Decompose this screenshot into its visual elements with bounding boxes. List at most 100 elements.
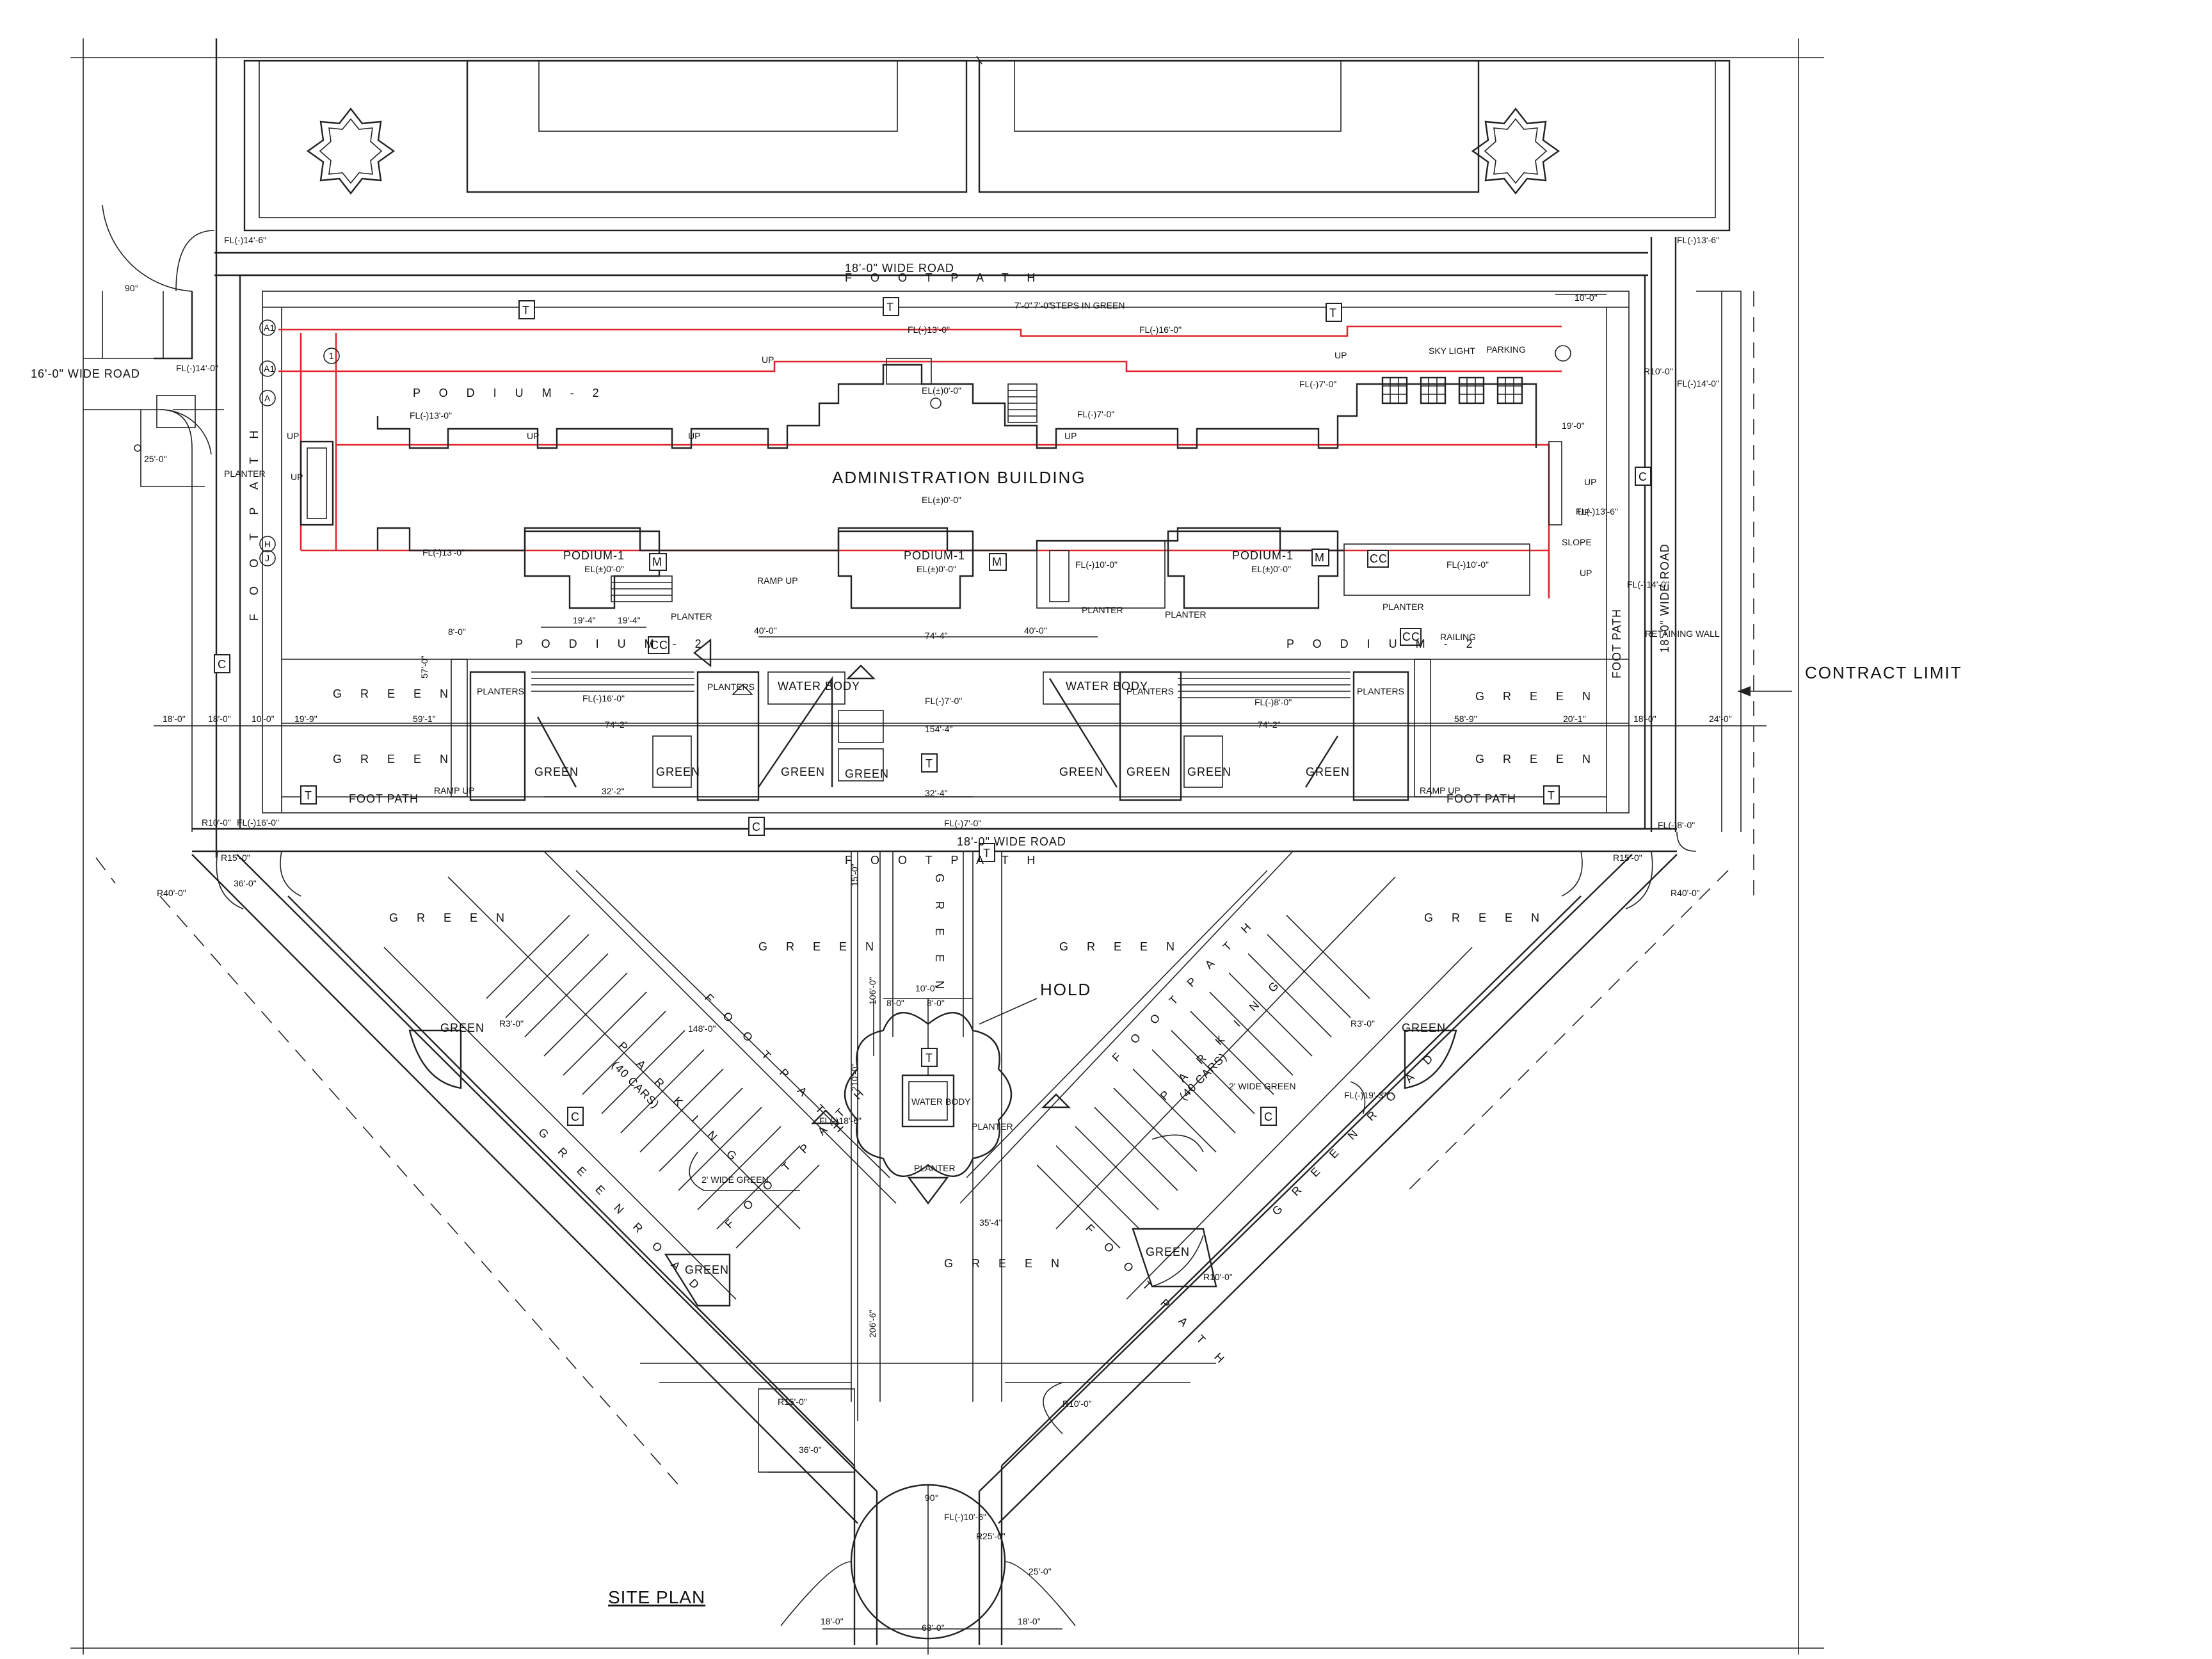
green-10: G R E E N bbox=[933, 874, 946, 997]
parking-small-label: PARKING bbox=[1486, 344, 1526, 355]
planter-5: PLANTER bbox=[1382, 602, 1424, 612]
road-label-left: 16'-0" WIDE ROAD bbox=[31, 367, 140, 380]
foot-path-left: F O O T P A T H bbox=[248, 423, 260, 621]
level-center-a: FL(-)7'-0" bbox=[1077, 409, 1114, 419]
hold-leader bbox=[979, 998, 1038, 1025]
skylights bbox=[1381, 376, 1523, 405]
level-right-a: FL(-)7'-0" bbox=[1299, 379, 1336, 389]
dim-90: 90° bbox=[925, 1493, 938, 1503]
green-5: G R E E N bbox=[389, 911, 512, 924]
dim-19-0: 19'-0" bbox=[1562, 421, 1585, 431]
dim-8-0: 8'-0" bbox=[448, 627, 466, 637]
green-island-1: GREEN bbox=[440, 1022, 485, 1034]
dim-8-0-hold-b: 8'-0" bbox=[927, 998, 945, 1008]
level-bottom-left: FL(-)16'-0" bbox=[237, 817, 279, 828]
podium-2-right: P O D I U M - 2 bbox=[1286, 637, 1480, 650]
planter-2: PLANTER bbox=[671, 611, 712, 621]
building-name: ADMINISTRATION BUILDING bbox=[832, 468, 1086, 487]
green-island-4: GREEN bbox=[1146, 1246, 1190, 1258]
dim-18-left: 18'-0" bbox=[163, 714, 186, 724]
level-diag-b: FL(-)19'-3" bbox=[1344, 1090, 1386, 1100]
foot-path-diag-right-2: F O O T P A T H bbox=[1083, 1222, 1232, 1371]
up-6: UP bbox=[1334, 350, 1347, 360]
dim-18-left-b: 18'-0" bbox=[208, 714, 231, 724]
dim-19-4-a: 19'-4" bbox=[573, 615, 596, 625]
dim-8-0-hold-a: 8'-0" bbox=[886, 998, 904, 1008]
level-el-center: EL(±)0'-0" bbox=[922, 385, 961, 396]
up-2: UP bbox=[527, 431, 539, 441]
green-8: G R E E N bbox=[1424, 911, 1547, 924]
dim-r40-right: R40'-0" bbox=[1671, 888, 1700, 898]
dim-40-0-left: 40'-0" bbox=[754, 625, 777, 636]
road-label-right: 18'-0" WIDE ROAD bbox=[1658, 543, 1671, 653]
planter-7: PLANTER bbox=[972, 1121, 1013, 1132]
courtyard-structures bbox=[451, 659, 1431, 801]
green-box-2: GREEN bbox=[656, 765, 700, 778]
tag-m-3: M bbox=[1315, 551, 1325, 564]
grid-label-a1: A1 bbox=[264, 323, 275, 333]
dim-10-0-top: 10'-0" bbox=[1575, 293, 1598, 303]
grid-label-1: 1 bbox=[329, 351, 334, 361]
dim-210-0: 210'-0" bbox=[849, 1064, 860, 1091]
dim-106-0: 106'-0" bbox=[867, 977, 878, 1005]
planters-4: PLANTERS bbox=[1357, 686, 1404, 696]
dim-57-0: 57'-0" bbox=[419, 655, 429, 678]
green-6: G R E E N bbox=[758, 940, 881, 953]
up-5: UP bbox=[1064, 431, 1077, 441]
dim-68-0: 68'-0" bbox=[922, 1623, 945, 1633]
dim-r3-right: R3'-0" bbox=[1350, 1018, 1375, 1029]
hold-label: HOLD bbox=[1040, 980, 1091, 999]
level-court-b: FL(-)7'-0" bbox=[925, 696, 962, 706]
grid-label-h: H bbox=[264, 539, 271, 549]
dim-r15-left: R15'-0" bbox=[221, 853, 250, 863]
parking-left: P A R K I N G bbox=[616, 1039, 744, 1168]
parking-stalls-left bbox=[486, 915, 820, 1249]
dim-59-1: 59'-1" bbox=[413, 714, 436, 724]
water-body-2: WATER BODY bbox=[1066, 680, 1148, 693]
level-el-podium-a: EL(±)0'-0" bbox=[584, 564, 624, 574]
sky-light-label: SKY LIGHT bbox=[1429, 346, 1475, 356]
tag-c-4: C bbox=[571, 1110, 580, 1123]
dim-32-2: 32'-2" bbox=[602, 786, 625, 796]
dim-58-9: 58'-9" bbox=[1454, 714, 1477, 724]
green-box-3: GREEN bbox=[781, 765, 825, 778]
level-road-right: FL(-)14'-0" bbox=[1677, 378, 1719, 389]
tag-boxes bbox=[214, 297, 1651, 1126]
dim-7-0-a: 7'-0" bbox=[1014, 300, 1032, 310]
dim-40-0-right: 40'-0" bbox=[1024, 625, 1047, 636]
ramp-up-3: RAMP UP bbox=[1420, 785, 1461, 796]
green-7: G R E E N bbox=[1059, 940, 1182, 953]
grid-label-j: J bbox=[265, 553, 269, 563]
planters-3: PLANTERS bbox=[1126, 686, 1174, 696]
tag-m-2: M bbox=[992, 556, 1002, 568]
podium-2-left: P O D I U M - 2 bbox=[515, 637, 709, 650]
sheet-border bbox=[70, 38, 1824, 1655]
dim-r15-bottom: R10'-0" bbox=[1062, 1399, 1092, 1409]
grid-markers bbox=[259, 319, 1571, 566]
parking-islands bbox=[408, 1029, 1457, 1307]
level-right-c: FL(-)10'-0" bbox=[1447, 559, 1489, 570]
level-podium-top: FL(-)13'-0" bbox=[410, 410, 452, 421]
star-ornament-right bbox=[1471, 108, 1560, 195]
up-4: UP bbox=[762, 355, 774, 365]
level-bottom-road: FL(-)10'-6" bbox=[944, 1512, 986, 1522]
foot-path-right: FOOT PATH bbox=[1610, 609, 1623, 678]
planters-1: PLANTERS bbox=[477, 686, 524, 696]
level-top-left: FL(-)14'-6" bbox=[224, 235, 266, 245]
grid-label-a: A bbox=[264, 393, 271, 403]
podium-1-c: PODIUM-1 bbox=[1232, 549, 1294, 562]
dim-206-6: 206'-6" bbox=[867, 1310, 878, 1338]
dimension-lines bbox=[154, 294, 1767, 1630]
level-el-main: EL(±)0'-0" bbox=[922, 495, 961, 505]
green-9: G R E E N bbox=[944, 1257, 1067, 1270]
dim-10-0-hold: 10'-0" bbox=[915, 983, 938, 993]
green-box-4: GREEN bbox=[845, 767, 889, 780]
level-road-left: FL(-)14'-0" bbox=[176, 363, 218, 373]
parking-stalls-right bbox=[1036, 915, 1370, 1249]
tag-c-1: C bbox=[218, 658, 227, 671]
contract-limit-label: CONTRACT LIMIT bbox=[1805, 663, 1962, 682]
podium-1-a: PODIUM-1 bbox=[563, 549, 625, 562]
level-center-b: FL(-)10'-0" bbox=[1075, 559, 1118, 570]
road-label-middle: 18'-0" WIDE ROAD bbox=[957, 835, 1066, 848]
green-island-3: GREEN bbox=[685, 1263, 729, 1276]
